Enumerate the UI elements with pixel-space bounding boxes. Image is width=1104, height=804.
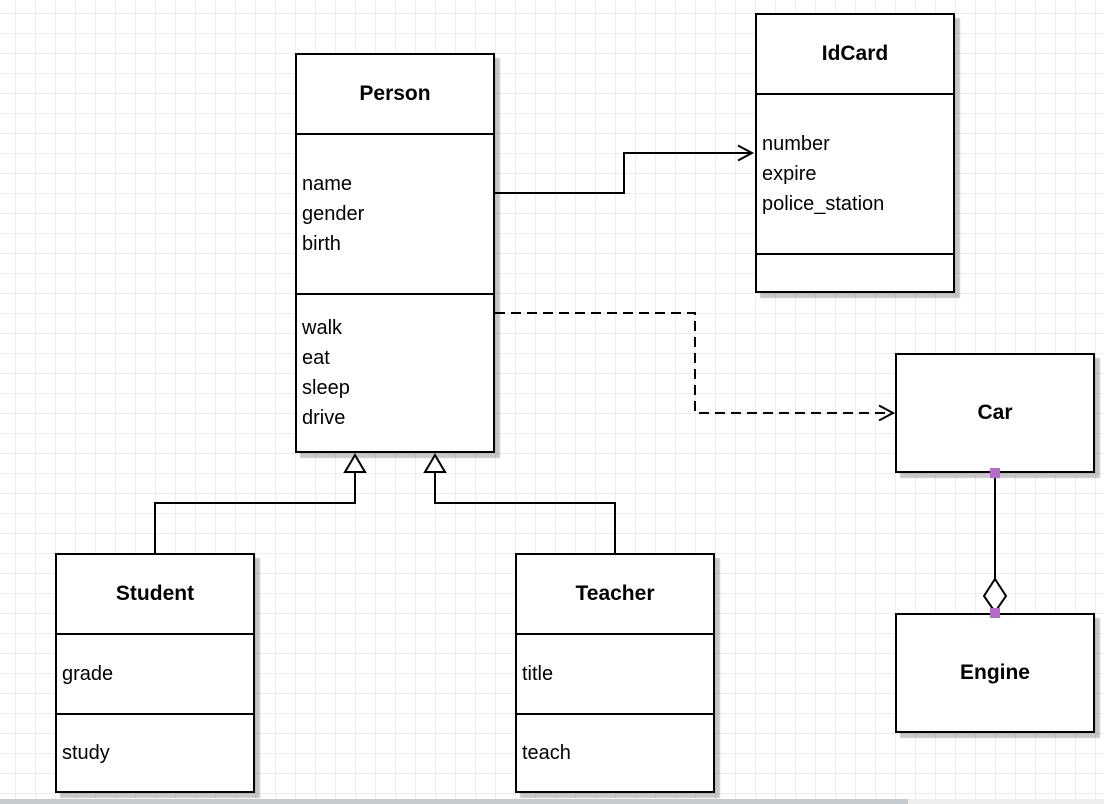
class-box-person[interactable]: Person name gender birth walk eat sleep … bbox=[295, 53, 495, 453]
edge-teacher-person[interactable] bbox=[423, 453, 616, 553]
association-line[interactable] bbox=[495, 152, 750, 194]
class-attribute: birth bbox=[302, 233, 341, 255]
class-attribute: number bbox=[762, 133, 830, 155]
class-title: IdCard bbox=[821, 42, 889, 65]
class-box-teacher[interactable]: Teacher title teach bbox=[515, 553, 715, 793]
methods-section: teach bbox=[517, 713, 713, 791]
class-method: study bbox=[62, 742, 110, 764]
class-attribute: name bbox=[302, 173, 353, 195]
class-box-student[interactable]: Student grade study bbox=[55, 553, 255, 793]
attributes-section: number expire police_station bbox=[757, 93, 953, 253]
open-arrowhead-icon bbox=[878, 404, 896, 422]
class-attribute: police_station bbox=[762, 193, 885, 215]
class-box-engine[interactable]: Engine bbox=[895, 613, 1095, 733]
generalization-line[interactable] bbox=[434, 473, 616, 553]
edge-student-person[interactable] bbox=[154, 453, 367, 553]
hollow-triangle-icon bbox=[343, 453, 367, 473]
class-method: teach bbox=[522, 742, 571, 764]
class-title: Car bbox=[977, 401, 1013, 424]
edge-person-car[interactable] bbox=[495, 312, 896, 422]
edge-car-engine[interactable] bbox=[982, 468, 1008, 618]
dependency-line[interactable] bbox=[495, 312, 889, 414]
methods-section: study bbox=[57, 713, 253, 791]
class-method: walk bbox=[302, 317, 343, 339]
edge-person-idcard[interactable] bbox=[495, 144, 755, 194]
horizontal-scrollbar-thumb[interactable] bbox=[0, 799, 908, 804]
class-attribute: title bbox=[522, 663, 554, 685]
attributes-section: name gender birth bbox=[297, 133, 493, 293]
methods-section: walk eat sleep drive bbox=[297, 293, 493, 451]
hollow-diamond-icon bbox=[982, 577, 1008, 614]
class-method: eat bbox=[302, 347, 330, 369]
class-box-idcard[interactable]: IdCard number expire police_station bbox=[755, 13, 955, 293]
attributes-section: grade bbox=[57, 633, 253, 713]
class-method: sleep bbox=[302, 377, 350, 399]
class-title: Person bbox=[359, 82, 431, 105]
attributes-section: title bbox=[517, 633, 713, 713]
class-title: Teacher bbox=[575, 582, 655, 605]
generalization-line[interactable] bbox=[154, 473, 356, 553]
hollow-triangle-icon bbox=[423, 453, 447, 473]
methods-section bbox=[757, 253, 953, 291]
class-title: Student bbox=[115, 582, 195, 605]
class-attribute: gender bbox=[302, 203, 365, 225]
class-box-car[interactable]: Car bbox=[895, 353, 1095, 473]
class-method: drive bbox=[302, 407, 346, 429]
class-attribute: expire bbox=[762, 163, 817, 185]
class-title: Engine bbox=[959, 661, 1030, 684]
open-arrowhead-icon bbox=[737, 144, 755, 162]
class-attribute: grade bbox=[62, 663, 114, 685]
